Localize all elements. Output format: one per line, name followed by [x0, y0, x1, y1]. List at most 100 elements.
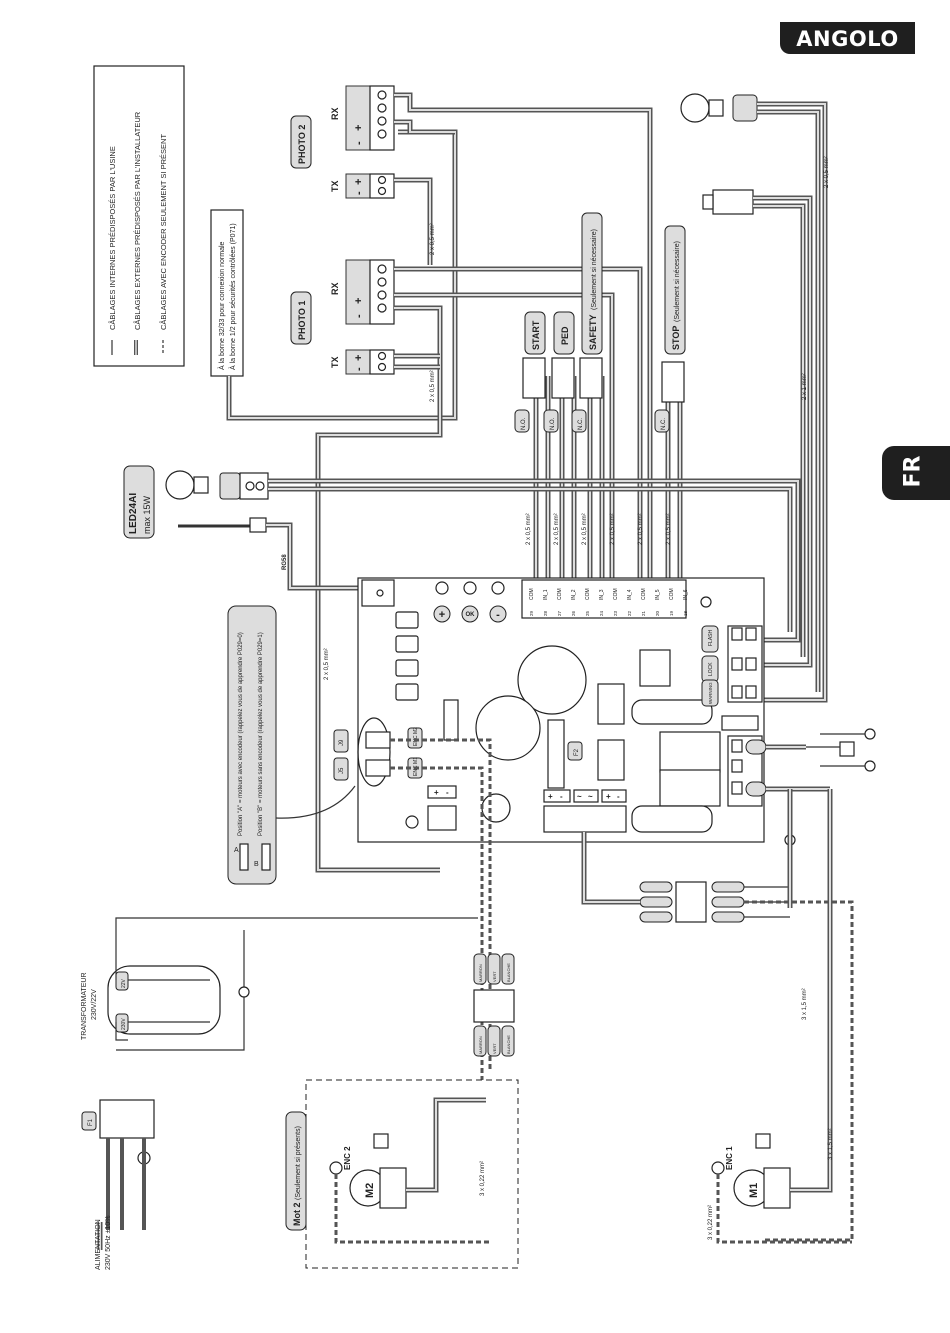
accessory-terminal [601, 789, 627, 803]
antenna-cable-label: RG58 [282, 554, 288, 570]
svg-text:COM: COM [613, 588, 619, 600]
encoder-2-icon [329, 1161, 343, 1175]
ground-icon [864, 760, 876, 772]
stop-pill [664, 225, 686, 355]
svg-text:24: 24 [599, 610, 604, 616]
language-tab: FR [882, 446, 950, 500]
svg-text:+: + [439, 609, 445, 621]
svg-text:-: - [353, 314, 365, 318]
motor2-note: (Seulement si présents) [295, 1126, 302, 1200]
fuse-f2 [567, 741, 583, 761]
photo-note-line1: À la borne 32/33 pour connexion normale [217, 241, 226, 370]
svg-text:-: - [353, 191, 365, 195]
svg-text:+: + [353, 355, 365, 361]
fuse-f1 [81, 1111, 97, 1131]
svg-text:2 x 1 mm²: 2 x 1 mm² [802, 373, 808, 400]
brand-label: ANGOLO [796, 27, 899, 51]
svg-text:3 x 0,22 mm²: 3 x 0,22 mm² [708, 1205, 714, 1240]
dc-output-1 [427, 785, 457, 799]
photo2-tx-body [345, 173, 371, 199]
supply-spec: 230V 50Hz ±10% [105, 1216, 112, 1270]
warning-output-label: WARNING [708, 682, 713, 704]
led-pill [123, 465, 155, 539]
supply-title: ALIMENTATION [95, 1219, 102, 1270]
svg-text:3 x 1,5 mm²: 3 x 1,5 mm² [802, 988, 808, 1020]
svg-text:-: - [446, 788, 449, 797]
svg-text:VERT: VERT [492, 971, 497, 982]
svg-text:IN_1: IN_1 [543, 589, 549, 600]
jumper-note-a: Position "A" = moteurs avec encodeur (ra… [238, 632, 244, 836]
ped-switch [551, 357, 575, 399]
battery-terminal [543, 789, 571, 803]
brand-tab: ANGOLO [780, 22, 915, 54]
svg-text:MARRON: MARRON [478, 964, 483, 982]
svg-text:2 x 0,5 mm²: 2 x 0,5 mm² [582, 513, 588, 545]
encoder-2-label: ENC 2 [343, 1146, 352, 1170]
svg-text:2 x 0,5 mm²: 2 x 0,5 mm² [666, 513, 672, 545]
input-terminal-block [521, 579, 687, 619]
svg-text:23: 23 [613, 610, 618, 616]
minus-button[interactable] [489, 605, 507, 623]
photo1-rx-body [345, 259, 371, 325]
svg-text:COM: COM [557, 588, 563, 600]
svg-text:20: 20 [655, 610, 660, 616]
led-name: LED24AI [128, 493, 139, 534]
capacitor-medium [475, 695, 541, 761]
photo-note-line2: À la borne 1/2 pour sécurités contrôlées… [228, 223, 237, 370]
svg-text:COM: COM [529, 588, 535, 600]
led-lamp-icon [165, 470, 195, 500]
photo2-rx-body [345, 85, 371, 151]
ped-no: N.O. [550, 417, 556, 430]
svg-text:27: 27 [557, 610, 562, 616]
svg-text:IN_5: IN_5 [655, 589, 661, 600]
svg-text:28: 28 [543, 610, 548, 616]
svg-text:~: ~ [588, 792, 593, 801]
svg-text:2 x 0,5 mm²: 2 x 0,5 mm² [430, 223, 436, 255]
svg-text:BLANCHE: BLANCHE [506, 963, 511, 982]
svg-text:-: - [353, 141, 365, 145]
input-terminal-labels: COM IN_1 COM IN_2 COM IN_3 COM IN_4 COM … [529, 588, 689, 616]
svg-text:+: + [353, 179, 365, 185]
inductor-coil-2 [631, 805, 713, 833]
encoder-1-label: ENC 1 [725, 1146, 734, 1170]
svg-text:2 x 0,5 mm²: 2 x 0,5 mm² [610, 513, 616, 545]
lamp-holder-icon [732, 94, 758, 122]
flash-output-label-pill [701, 625, 719, 653]
plus-button[interactable] [433, 605, 451, 623]
svg-text:22: 22 [627, 610, 632, 616]
ped-label: PED [560, 326, 570, 345]
photo1-pill [290, 291, 312, 345]
lock-output-label: LOCK [708, 662, 714, 676]
jumper-j9[interactable] [333, 729, 349, 753]
svg-text:ENC M2: ENC M2 [413, 727, 419, 746]
svg-text:-: - [617, 792, 620, 801]
start-no: N.O. [521, 417, 527, 430]
jumper-highlight [357, 717, 391, 787]
enc-m2-connector [407, 727, 423, 749]
svg-text:+: + [434, 788, 439, 797]
svg-text:3 x 0,22 mm²: 3 x 0,22 mm² [480, 1161, 486, 1196]
svg-text:25: 25 [585, 610, 590, 616]
inductor-coil [631, 699, 713, 725]
led-power: max 15W [142, 495, 152, 534]
transformer-body [107, 965, 221, 1035]
svg-text:J9: J9 [339, 739, 345, 746]
legend-box [93, 65, 185, 367]
jumper-j5[interactable] [333, 757, 349, 781]
antenna-terminal [361, 579, 395, 607]
encoder-1-icon [711, 1161, 725, 1175]
svg-text:2 x 0,5 mm²: 2 x 0,5 mm² [526, 513, 532, 545]
fuse-f1-label: F1 [88, 1118, 94, 1126]
photo1-rx-label: RX [330, 282, 340, 295]
jumper-note-box [227, 605, 277, 885]
start-switch [522, 357, 546, 399]
svg-text:M2: M2 [364, 1183, 376, 1198]
ok-button[interactable] [461, 605, 479, 623]
safety-switch [579, 357, 603, 399]
stop-note: (Seulement si nécessaire) [674, 241, 681, 322]
safety-label: SAFETY [588, 314, 598, 350]
svg-text:2 x 0,5 mm²: 2 x 0,5 mm² [430, 370, 436, 402]
display-digits [395, 611, 419, 701]
motor-junction-top [639, 881, 745, 923]
